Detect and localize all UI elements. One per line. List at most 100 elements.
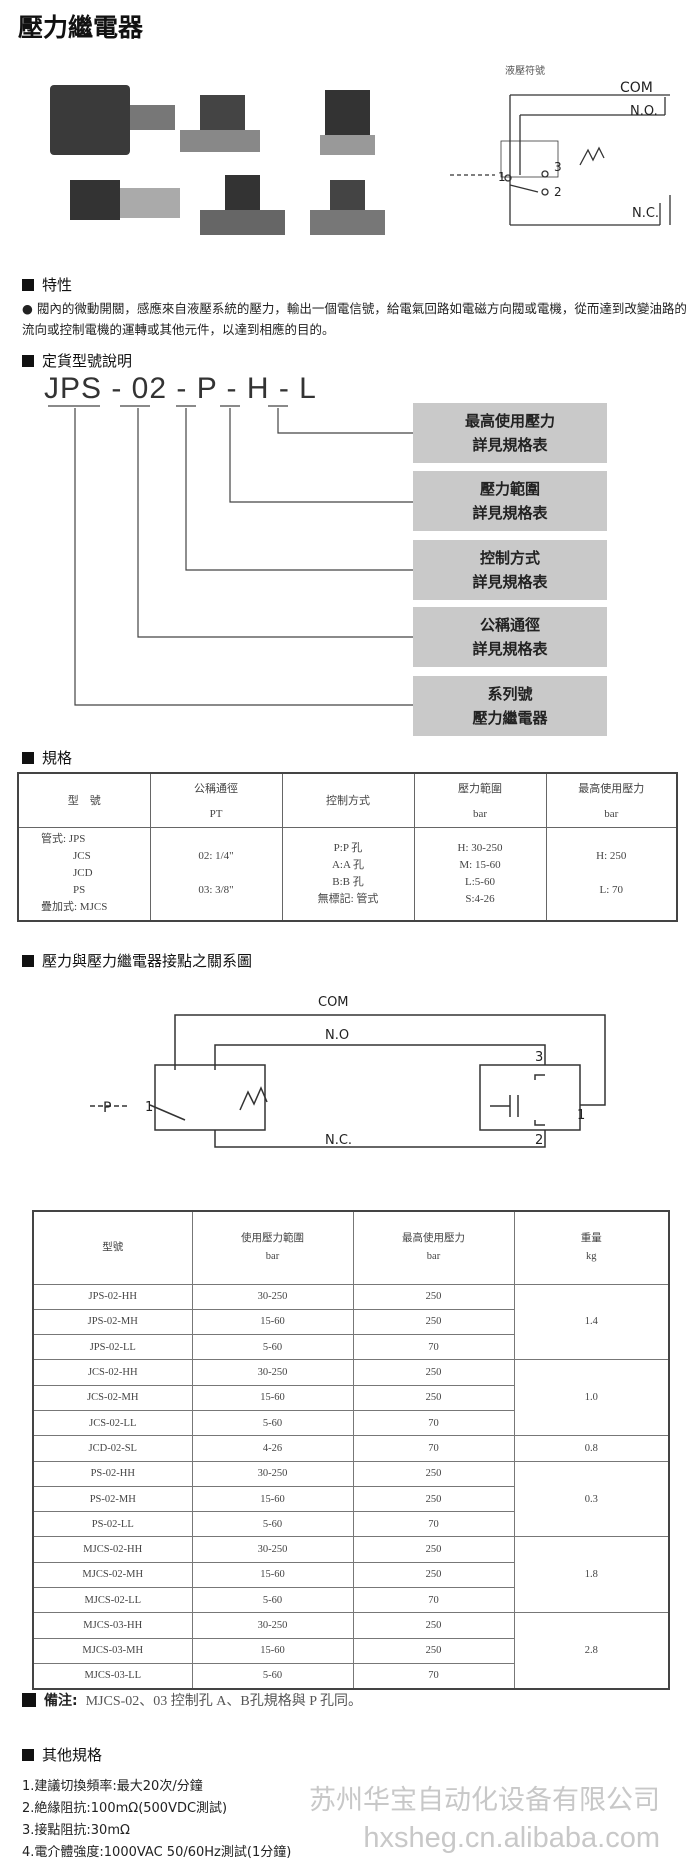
table-cell: 70 bbox=[352, 1662, 515, 1690]
table-cell: 5-60 bbox=[191, 1409, 354, 1437]
order-box-control: 控制方式詳見規格表 bbox=[413, 540, 607, 600]
heading-text: 壓力與壓力繼電器接點之關系圖 bbox=[42, 952, 253, 970]
other-list: 1.建議切換頻率:最大20次/分鐘 2.絶緣阻抗:100mΩ(500VDC測試)… bbox=[22, 1776, 291, 1864]
table-cell: JPS-02-HH bbox=[32, 1283, 193, 1310]
square-bullet-icon bbox=[22, 354, 34, 367]
table-cell: MJCS-02-MH bbox=[32, 1561, 193, 1589]
table-cell: MJCS-02-LL bbox=[32, 1587, 193, 1614]
table-cell: MJCS-03-LL bbox=[32, 1662, 193, 1690]
relation-2: 2 bbox=[535, 1133, 544, 1148]
heading-text: 特性 bbox=[42, 276, 73, 294]
table-cell: 15-60 bbox=[191, 1485, 354, 1513]
weight-cell: 1.4 bbox=[513, 1283, 670, 1361]
weight-cell: 1.0 bbox=[513, 1359, 670, 1437]
table-cell: 70 bbox=[352, 1409, 515, 1437]
heading-text: 定貨型號說明 bbox=[42, 352, 133, 370]
table-cell: MJCS-03-HH bbox=[32, 1612, 193, 1639]
other-item: 3.接點阻抗:30mΩ bbox=[22, 1823, 130, 1838]
symbol-2: 2 bbox=[554, 185, 562, 199]
relation-diagram bbox=[90, 1014, 606, 1148]
weight-cell: 0.8 bbox=[513, 1435, 670, 1462]
table-cell: 250 bbox=[352, 1460, 515, 1487]
table-cell: 250 bbox=[352, 1637, 515, 1664]
page-title: 壓力繼電器 bbox=[18, 13, 144, 42]
square-bullet-icon bbox=[22, 751, 34, 764]
relation-heading: 壓力與壓力繼電器接點之關系圖 bbox=[22, 950, 252, 971]
table-cell: 250 bbox=[352, 1485, 515, 1513]
note: 備注:MJCS-02、03 控制孔 A、B孔規格與 P 孔同。 bbox=[22, 1690, 362, 1710]
table-cell: 70 bbox=[352, 1587, 515, 1614]
other-item: 4.電介體強度:1000VAC 50/60Hz測試(1分鐘) bbox=[22, 1845, 292, 1860]
table-cell: 250 bbox=[352, 1359, 515, 1386]
order-code: JPS - 02 - P - H - L bbox=[44, 372, 317, 405]
order-leader-lines bbox=[48, 405, 413, 706]
order-box-pressure-range: 壓力範圍詳見規格表 bbox=[413, 471, 607, 531]
table-cell: 30-250 bbox=[191, 1359, 354, 1386]
heading-text: 其他規格 bbox=[42, 1746, 103, 1764]
table-cell: JPS-02-LL bbox=[32, 1334, 193, 1361]
table-cell: PS-02-LL bbox=[32, 1511, 193, 1538]
spec-heading: 規格 bbox=[22, 747, 72, 768]
other-heading: 其他規格 bbox=[22, 1744, 102, 1765]
weight-cell: 2.8 bbox=[513, 1612, 670, 1690]
relation-no: N.O bbox=[325, 1028, 350, 1043]
relation-1: 1 bbox=[145, 1100, 154, 1115]
square-bullet-icon bbox=[22, 1693, 36, 1707]
table-cell: 5-60 bbox=[191, 1587, 354, 1614]
relation-p: P bbox=[103, 1100, 112, 1116]
table-cell: 250 bbox=[352, 1308, 515, 1336]
table-cell: MJCS-03-MH bbox=[32, 1637, 193, 1664]
table-cell: 15-60 bbox=[191, 1637, 354, 1664]
other-item: 2.絶緣阻抗:100mΩ(500VDC測試) bbox=[22, 1801, 228, 1816]
table-cell: 250 bbox=[352, 1384, 515, 1411]
table-cell: 15-60 bbox=[191, 1561, 354, 1589]
table-cell: 250 bbox=[352, 1283, 515, 1310]
table-cell: 30-250 bbox=[191, 1283, 354, 1310]
square-bullet-icon bbox=[22, 278, 34, 291]
table-cell: 4-26 bbox=[191, 1435, 354, 1462]
note-label: 備注: bbox=[44, 1693, 78, 1709]
relation-1-right: 1 bbox=[577, 1108, 586, 1123]
table-cell: 250 bbox=[352, 1612, 515, 1639]
table-cell: 70 bbox=[352, 1334, 515, 1361]
symbol-nc: N.C. bbox=[632, 206, 660, 221]
symbol-3: 3 bbox=[554, 160, 562, 174]
features-text: ● 閥內的微動開關，感應來自液壓系統的壓力，輸出一個電信號，給電氣回路如電磁方向… bbox=[22, 298, 692, 340]
symbol-caption: 液壓符號 bbox=[505, 66, 545, 77]
table-cell: 30-250 bbox=[191, 1612, 354, 1639]
order-box-size: 公稱通徑詳見規格表 bbox=[413, 607, 607, 667]
table-cell: 30-250 bbox=[191, 1536, 354, 1563]
table-cell: 70 bbox=[352, 1435, 515, 1462]
table-cell: JCS-02-HH bbox=[32, 1359, 193, 1386]
watermark-site: hxsheg.cn.alibaba.com bbox=[363, 1822, 660, 1854]
other-item: 1.建議切換頻率:最大20次/分鐘 bbox=[22, 1779, 203, 1794]
weight-cell: 0.3 bbox=[513, 1460, 670, 1538]
table-cell: 30-250 bbox=[191, 1460, 354, 1487]
hydraulic-symbol bbox=[450, 94, 671, 226]
relation-nc: N.C. bbox=[325, 1133, 353, 1148]
table-cell: PS-02-MH bbox=[32, 1485, 193, 1513]
table-cell: 70 bbox=[352, 1511, 515, 1538]
order-box-series: 系列號壓力繼電器 bbox=[413, 676, 607, 736]
order-heading: 定貨型號說明 bbox=[22, 350, 132, 371]
table-cell: JPS-02-MH bbox=[32, 1308, 193, 1336]
relation-com: COM bbox=[318, 995, 349, 1010]
features-body: 閥內的微動開關，感應來自液壓系統的壓力，輸出一個電信號，給電氣回路如電磁方向閥或… bbox=[22, 301, 687, 337]
relation-3: 3 bbox=[535, 1050, 544, 1065]
features-heading: 特性 bbox=[22, 274, 72, 295]
square-bullet-icon bbox=[22, 954, 34, 967]
table-cell: 250 bbox=[352, 1561, 515, 1589]
symbol-no: N.O. bbox=[630, 104, 658, 119]
